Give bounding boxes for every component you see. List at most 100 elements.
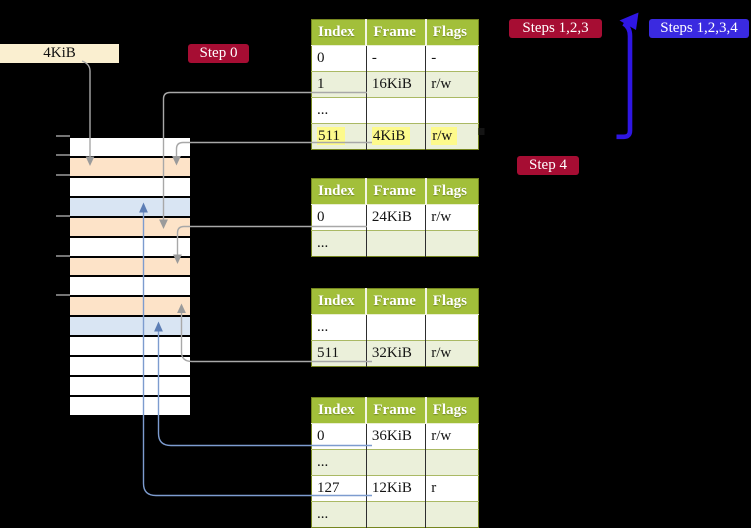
step4-label: Step 4 — [517, 156, 579, 175]
column-header-index: Index — [311, 178, 368, 205]
cell-index: ... — [311, 97, 367, 124]
cell-index: ... — [311, 449, 367, 476]
step0-label: Step 0 — [188, 44, 249, 63]
cell-flags: r/w — [425, 123, 479, 150]
column-header-frame: Frame — [366, 178, 427, 205]
cell-index: 511 — [311, 123, 367, 150]
table-row: 511 4KiB r/w — [311, 123, 479, 150]
memory-frame-row-white — [70, 138, 190, 156]
cell-frame: 12KiB — [366, 475, 427, 502]
cell-index: 0 — [311, 45, 367, 72]
memory-frame-row-peach — [70, 257, 190, 276]
cell-frame — [366, 97, 427, 124]
cell-flags: r — [425, 475, 479, 502]
column-header-flags: Flags — [425, 19, 479, 46]
cell-flags: r/w — [425, 340, 479, 367]
memory-frame-row-white — [70, 337, 190, 356]
cell-frame: - — [366, 45, 427, 72]
cell-flags: r/w — [425, 71, 479, 98]
memory-frame-row-white — [70, 396, 190, 415]
column-header-frame: Frame — [366, 19, 427, 46]
steps1234-label: Steps 1,2,3,4 — [649, 19, 749, 38]
column-header-index: Index — [311, 288, 368, 315]
cell-frame: 36KiB — [366, 423, 427, 450]
cell-index: 0 — [311, 204, 367, 231]
cell-index: 511 — [311, 340, 367, 367]
memory-tick — [56, 215, 70, 217]
cell-frame: 16KiB — [366, 71, 427, 98]
cell-flags: - — [425, 45, 479, 72]
cell-index: ... — [311, 314, 367, 341]
memory-frame-row-white — [70, 237, 190, 256]
column-header-index: Index — [311, 397, 368, 424]
column-header-index: Index — [311, 19, 368, 46]
cell-flags — [425, 449, 479, 476]
cell-frame — [366, 314, 427, 341]
table-row: ... — [311, 314, 479, 341]
memory-frame-row-peach — [70, 157, 190, 176]
table-row: ... — [311, 449, 479, 476]
column-header-frame: Frame — [366, 288, 427, 315]
cell-flags: r/w — [425, 204, 479, 231]
highlighted-value: 511 — [317, 127, 345, 145]
table-row: ... — [311, 501, 479, 528]
cell-frame — [366, 230, 427, 257]
column-header-flags: Flags — [425, 178, 479, 205]
memory-frame-row-blue — [70, 197, 190, 216]
recursive-loop-arrow — [616, 12, 639, 140]
arrowhead-left-icon — [619, 12, 639, 30]
column-header-flags: Flags — [425, 288, 479, 315]
memory-frame-row-blue — [70, 317, 190, 336]
cell-index: 127 — [311, 475, 367, 502]
steps123-label: Steps 1,2,3 — [509, 19, 602, 38]
frame-size-label: 4KiB — [0, 44, 119, 63]
highlighted-value: r/w — [431, 127, 458, 145]
memory-frame-row-white — [70, 357, 190, 376]
column-header-flags: Flags — [425, 397, 479, 424]
cell-frame — [366, 501, 427, 528]
memory-tick — [56, 154, 70, 156]
cell-index: ... — [311, 501, 367, 528]
highlighted-value: 4KiB — [371, 127, 411, 145]
memory-tick — [56, 174, 70, 176]
memory-frame-row-white — [70, 277, 190, 296]
cell-frame: 24KiB — [366, 204, 427, 231]
cell-index: ... — [311, 230, 367, 257]
memory-tick — [56, 294, 70, 296]
cell-flags — [425, 501, 479, 528]
cell-flags — [425, 97, 479, 124]
memory-frame-row-peach — [70, 297, 190, 316]
cell-index: 0 — [311, 423, 367, 450]
cell-frame: 32KiB — [366, 340, 427, 367]
memory-frame-row-white — [70, 377, 190, 395]
cell-flags — [425, 314, 479, 341]
cell-flags: r/w — [425, 423, 479, 450]
cell-frame — [366, 449, 427, 476]
recursive-loop-shaft — [616, 21, 633, 140]
recursive-entry-mark — [478, 128, 485, 135]
table-row: ... — [311, 97, 479, 124]
column-header-frame: Frame — [366, 397, 427, 424]
physical-memory-column — [70, 138, 190, 415]
cell-flags — [425, 230, 479, 257]
table-row: ... — [311, 230, 479, 257]
cell-index: 1 — [311, 71, 367, 98]
memory-frame-row-white — [70, 177, 190, 196]
memory-frame-row-peach — [70, 217, 190, 236]
memory-tick — [56, 135, 70, 137]
cell-frame: 4KiB — [366, 123, 427, 150]
table-row: 0-- — [311, 45, 479, 72]
